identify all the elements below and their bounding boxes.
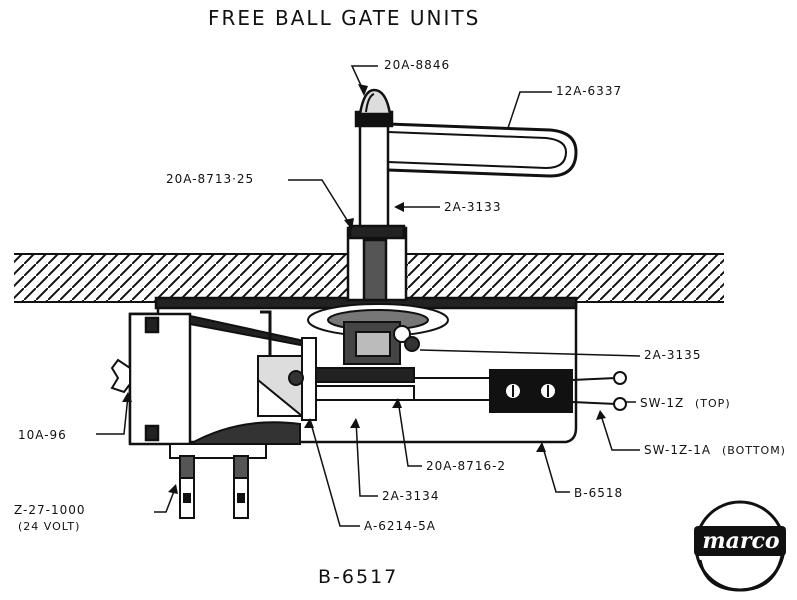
label-z-27-1000: Z-27-1000	[14, 503, 86, 517]
label-2a-3133: 2A-3133	[444, 200, 502, 214]
mounting-flange	[307, 303, 449, 365]
switch-block	[414, 369, 627, 413]
marco-logo	[694, 500, 786, 592]
wire-gate	[387, 122, 578, 178]
leader-lines	[96, 65, 641, 527]
diagram-title: FREE BALL GATE UNITS	[208, 6, 481, 30]
label-12a-6337: 12A-6337	[556, 84, 623, 98]
screw-10a96	[110, 358, 131, 394]
label-a-6214-5a: A-6214-5A	[364, 519, 436, 533]
coil-assembly	[169, 421, 301, 519]
drawing-number: B-6517	[318, 566, 399, 588]
label-sw-1z-note: (TOP)	[695, 397, 731, 410]
label-sw-1z-1a-code: SW-1Z-1A	[644, 443, 712, 457]
label-20a-8846: 20A-8846	[384, 58, 451, 72]
label-sw-1z-1a-note: (BOTTOM)	[721, 444, 786, 457]
label-sw-1z-1a: SW-1Z-1A (BOTTOM)	[644, 443, 786, 457]
actuator-linkage	[189, 310, 415, 421]
label-sw-1z-code: SW-1Z	[640, 396, 685, 410]
gate-post	[346, 88, 408, 302]
label-20a-8716-2: 20A-8716-2	[426, 459, 507, 473]
label-10a-96: 10A-96	[18, 428, 67, 442]
label-sw-1z: SW-1Z (TOP)	[640, 396, 731, 410]
marco-logo-text: marco	[702, 528, 780, 554]
label-b-6518: B-6518	[574, 486, 624, 500]
housing-bracket	[128, 296, 578, 446]
label-2a-3134: 2A-3134	[382, 489, 440, 503]
label-20a-8713-25: 20A-8713·25	[166, 172, 255, 186]
label-24-volt: (24 VOLT)	[18, 520, 81, 533]
label-2a-3135: 2A-3135	[644, 348, 702, 362]
arrowheads	[122, 84, 606, 494]
